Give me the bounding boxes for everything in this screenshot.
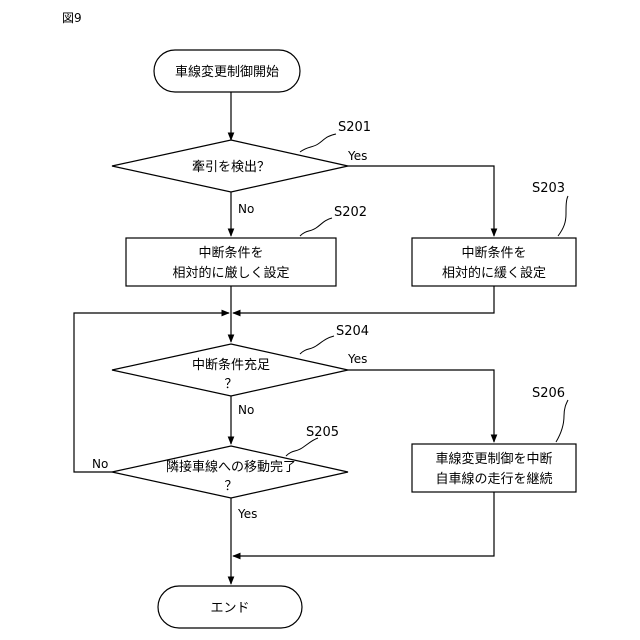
decision-abort-condition-line2: ？ (224, 377, 237, 392)
end-terminal-label: エンド (210, 601, 249, 616)
process-loose-line2: 相対的に緩く設定 (442, 265, 546, 281)
step-label-s203: S203 (532, 181, 565, 196)
arrow-loose-merge (233, 286, 494, 313)
decision-move-complete-line1: 隣接車線への移動完了 (166, 459, 296, 475)
leader-s205 (286, 438, 318, 456)
branch-label-complete-yes: Yes (237, 507, 257, 521)
arrow-complete-no-loop (74, 313, 229, 472)
branch-label-complete-no: No (92, 457, 108, 471)
figure-label: 図9 (62, 11, 82, 25)
decision-move-complete-line2: ？ (224, 479, 237, 494)
leader-s202 (300, 218, 332, 236)
branch-label-satisfied-no: No (238, 403, 254, 417)
leader-s204 (300, 336, 334, 354)
arrow-detect-yes (348, 166, 494, 236)
leader-s206 (556, 400, 568, 442)
step-label-s205: S205 (306, 425, 339, 440)
arrow-satisfied-yes (348, 370, 494, 442)
process-strict-line2: 相対的に厳しく設定 (172, 265, 289, 281)
branch-label-satisfied-yes: Yes (347, 352, 367, 366)
branch-label-detect-no: No (238, 202, 254, 216)
step-label-s204: S204 (336, 324, 369, 339)
step-label-s206: S206 (532, 386, 565, 401)
process-loose-line1: 中断条件を (461, 245, 526, 261)
step-label-s202: S202 (334, 205, 367, 220)
leader-s203 (558, 196, 568, 236)
process-abort-line2: 自車線の走行を継続 (435, 471, 552, 487)
start-terminal-label: 車線変更制御開始 (175, 64, 279, 80)
branch-label-detect-yes: Yes (347, 149, 367, 163)
decision-abort-condition-line1: 中断条件充足 (192, 357, 270, 373)
process-strict-line1: 中断条件を (198, 245, 263, 261)
arrow-abort-to-end (233, 492, 494, 556)
step-label-s201: S201 (338, 120, 371, 135)
leader-s201 (300, 134, 336, 152)
process-abort-line1: 車線変更制御を中断 (435, 451, 552, 467)
decision-detect-towing-label: 牽引を検出？ (192, 159, 270, 175)
